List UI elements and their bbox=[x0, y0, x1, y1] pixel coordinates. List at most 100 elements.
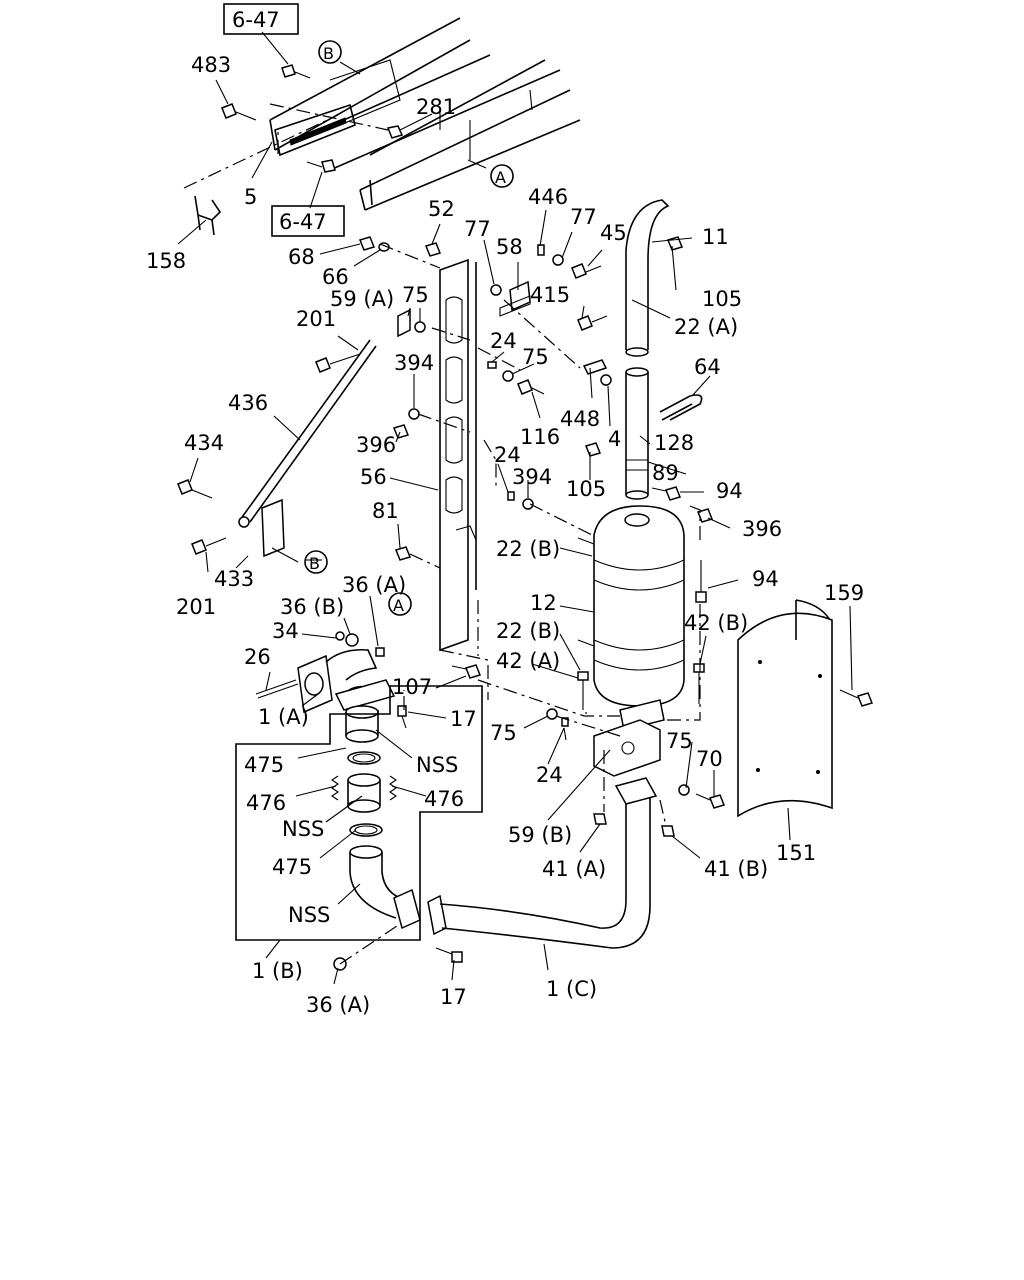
label-11: 11 bbox=[702, 225, 729, 249]
bracket-158 bbox=[194, 195, 222, 236]
label-24-top: 24 bbox=[490, 329, 517, 353]
chassis-frame bbox=[269, 17, 581, 211]
label-75-lower: 75 bbox=[490, 721, 517, 745]
label-77: 77 bbox=[464, 217, 491, 241]
reference-boxes: 6-47 6-47 bbox=[223, 3, 345, 237]
label-394-mid: 394 bbox=[512, 465, 552, 489]
label-433: 433 bbox=[214, 567, 254, 591]
group-box-1b bbox=[235, 685, 483, 941]
pipe-1c bbox=[427, 777, 658, 949]
label-75-top: 75 bbox=[402, 283, 429, 307]
label-434: 434 bbox=[184, 431, 224, 455]
label-22a: 22 (A) bbox=[674, 315, 738, 339]
label-396-left: 396 bbox=[356, 433, 396, 457]
ref-box-top: 6-47 bbox=[232, 8, 280, 32]
label-448: 448 bbox=[560, 407, 600, 431]
label-94-right: 94 bbox=[716, 479, 743, 503]
label-396-right: 396 bbox=[742, 517, 782, 541]
label-415: 415 bbox=[530, 283, 570, 307]
heat-shield-151 bbox=[737, 599, 833, 818]
label-41b: 41 (B) bbox=[704, 857, 768, 881]
label-26: 26 bbox=[244, 645, 271, 669]
front-pipe-1a bbox=[297, 648, 378, 714]
label-436: 436 bbox=[228, 391, 268, 415]
label-36a-lower: 36 (A) bbox=[306, 993, 370, 1017]
label-201-lower: 201 bbox=[176, 595, 216, 619]
mounting-bracket-56 bbox=[439, 258, 477, 652]
small-brackets bbox=[397, 280, 608, 375]
label-17-top: 17 bbox=[450, 707, 477, 731]
label-nss-top: NSS bbox=[416, 753, 458, 777]
label-45: 45 bbox=[600, 221, 627, 245]
label-22b-top: 22 (B) bbox=[496, 537, 560, 561]
label-394-top: 394 bbox=[394, 351, 434, 375]
label-158: 158 bbox=[146, 249, 186, 273]
label-70: 70 bbox=[696, 747, 723, 771]
label-475-lower: 475 bbox=[272, 855, 312, 879]
label-42b: 42 (B) bbox=[684, 611, 748, 635]
label-105-mid: 105 bbox=[566, 477, 606, 501]
label-77-right: 77 bbox=[570, 205, 597, 229]
label-12: 12 bbox=[530, 591, 557, 615]
callout-b-lower: B bbox=[309, 554, 320, 573]
label-nss-lower: NSS bbox=[288, 903, 330, 927]
label-1b: 1 (B) bbox=[252, 959, 303, 983]
label-4: 4 bbox=[608, 427, 621, 451]
callout-b-top: B bbox=[323, 44, 334, 63]
label-75-mid: 75 bbox=[522, 345, 549, 369]
label-105-top: 105 bbox=[702, 287, 742, 311]
label-22b-lower: 22 (B) bbox=[496, 619, 560, 643]
label-476-right: 476 bbox=[424, 787, 464, 811]
muffler-12 bbox=[577, 505, 685, 731]
label-75-right: 75 bbox=[666, 729, 693, 753]
label-107: 107 bbox=[392, 675, 432, 699]
part-labels: 483 281 5 158 68 66 52 77 58 446 77 45 1… bbox=[146, 53, 864, 1017]
label-159: 159 bbox=[824, 581, 864, 605]
stay-436 bbox=[238, 339, 377, 558]
callout-a-lower: A bbox=[393, 596, 404, 615]
label-1c: 1 (C) bbox=[546, 977, 597, 1001]
label-476-left: 476 bbox=[246, 791, 286, 815]
label-1a: 1 (A) bbox=[258, 705, 309, 729]
label-nss-mid: NSS bbox=[282, 817, 324, 841]
label-41a: 41 (A) bbox=[542, 857, 606, 881]
label-128: 128 bbox=[654, 431, 694, 455]
label-151: 151 bbox=[776, 841, 816, 865]
label-17-lower: 17 bbox=[440, 985, 467, 1009]
label-5: 5 bbox=[244, 185, 257, 209]
label-89: 89 bbox=[652, 461, 679, 485]
label-475-top: 475 bbox=[244, 753, 284, 777]
label-24-lower: 24 bbox=[536, 763, 563, 787]
label-36a-top: 36 (A) bbox=[342, 573, 406, 597]
label-24-mid: 24 bbox=[494, 443, 521, 467]
callout-a-top: A bbox=[495, 168, 506, 187]
label-483: 483 bbox=[191, 53, 231, 77]
label-281: 281 bbox=[416, 95, 456, 119]
flex-pipe-1b bbox=[331, 679, 421, 930]
bracket-59b bbox=[593, 719, 661, 777]
label-81: 81 bbox=[372, 499, 399, 523]
label-52: 52 bbox=[428, 197, 455, 221]
label-116: 116 bbox=[520, 425, 560, 449]
tail-pipe bbox=[625, 199, 670, 500]
label-446: 446 bbox=[528, 185, 568, 209]
circled-callouts: B A B A bbox=[304, 40, 514, 616]
label-64: 64 bbox=[694, 355, 721, 379]
leader-lines bbox=[177, 31, 853, 985]
label-34: 34 bbox=[272, 619, 299, 643]
label-42a: 42 (A) bbox=[496, 649, 560, 673]
label-59a: 59 (A) bbox=[330, 287, 394, 311]
u-bolt-64 bbox=[659, 394, 703, 421]
label-201-top: 201 bbox=[296, 307, 336, 331]
label-94-lower: 94 bbox=[752, 567, 779, 591]
label-66: 66 bbox=[322, 265, 349, 289]
ref-box-bottom: 6-47 bbox=[279, 210, 327, 234]
label-58: 58 bbox=[496, 235, 523, 259]
label-68: 68 bbox=[288, 245, 315, 269]
label-59b: 59 (B) bbox=[508, 823, 572, 847]
label-56: 56 bbox=[360, 465, 387, 489]
fasteners bbox=[177, 64, 874, 971]
label-36b: 36 (B) bbox=[280, 595, 344, 619]
assembly-lines bbox=[183, 103, 701, 965]
